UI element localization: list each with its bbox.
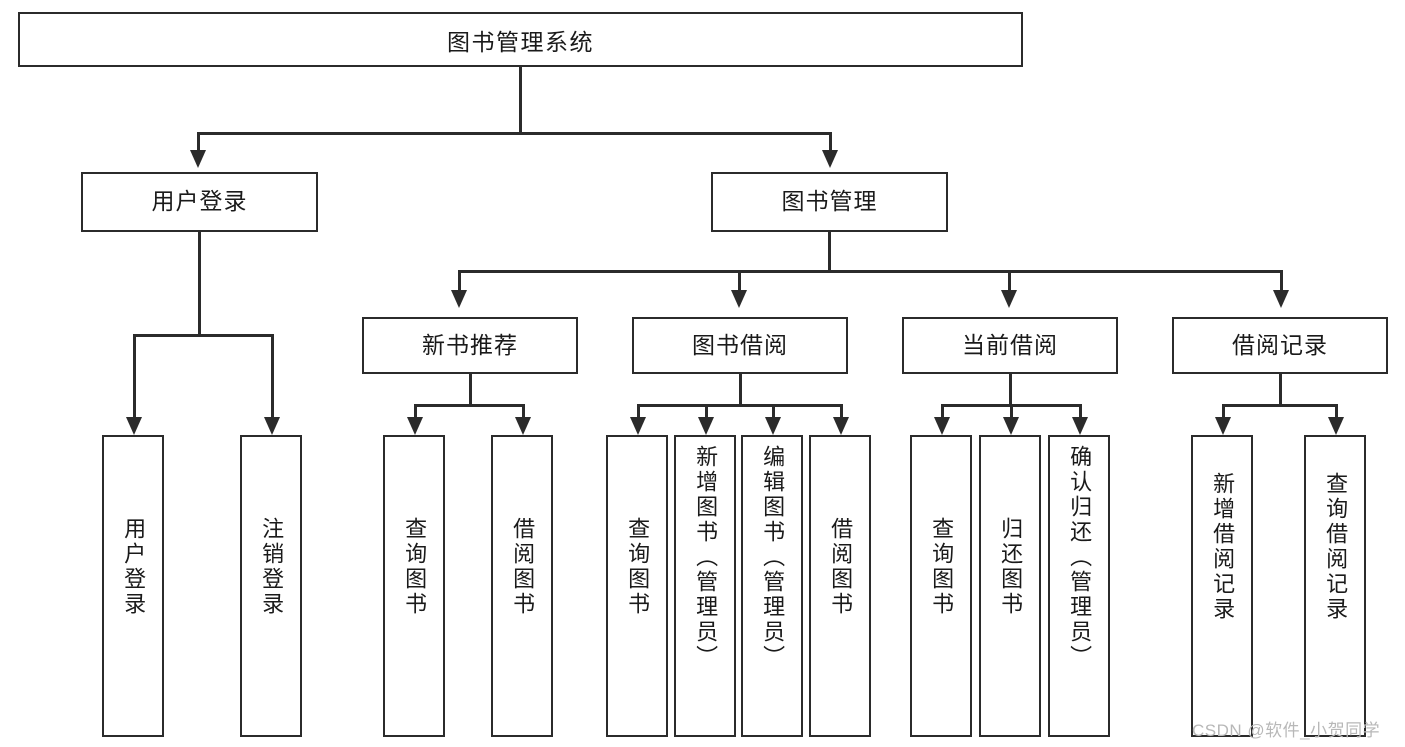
arrowhead-current-leaf-1: [934, 417, 950, 435]
connector-current-drop-3: [1079, 404, 1082, 419]
arrowhead-current-leaf-2: [1003, 417, 1019, 435]
connector-record-bus: [1222, 404, 1337, 407]
leaf-label: 归还图书: [998, 517, 1024, 617]
connector-root-drop-left: [197, 132, 200, 152]
connector-recommend-drop-2: [522, 404, 525, 419]
arrowhead-new-book-recommend: [451, 290, 467, 308]
connector-recommend-bus: [414, 404, 524, 407]
connector-borrow-drop-4: [840, 404, 843, 419]
arrowhead-record-leaf-1: [1215, 417, 1231, 435]
leaf-label: 查询借阅记录: [1323, 472, 1349, 622]
connector-level3-bus: [458, 270, 1282, 273]
connector-borrow-stem: [739, 374, 742, 406]
arrowhead-recommend-leaf-2: [515, 417, 531, 435]
connector-borrow-drop-3: [772, 404, 775, 419]
arrowhead-borrow-leaf-4: [833, 417, 849, 435]
connector-current-drop-1: [941, 404, 944, 419]
node-book-borrow[interactable]: 图书借阅: [632, 317, 848, 374]
node-user-login[interactable]: 用户登录: [81, 172, 318, 232]
connector-root-stem: [519, 67, 522, 133]
arrowhead-to-book-manage: [822, 150, 838, 168]
connector-level3-drop-1: [458, 270, 461, 292]
leaf-label: 查询图书: [625, 517, 651, 617]
connector-recommend-stem: [469, 374, 472, 406]
node-label: 新书推荐: [422, 331, 518, 358]
node-label: 当前借阅: [962, 331, 1058, 358]
arrowhead-current-borrow: [1001, 290, 1017, 308]
connector-record-drop-2: [1335, 404, 1338, 419]
connector-user-login-bus: [133, 334, 274, 337]
leaf-label: 借阅图书: [510, 517, 536, 617]
arrowhead-current-leaf-3: [1072, 417, 1088, 435]
leaf-current-return-book[interactable]: 归还图书: [979, 435, 1041, 737]
leaf-user-login[interactable]: 用户登录: [102, 435, 164, 737]
arrowhead-borrow-leaf-3: [765, 417, 781, 435]
leaf-label: 新增图书（管理员）: [693, 445, 719, 670]
arrowhead-borrow-record: [1273, 290, 1289, 308]
connector-borrow-bus: [637, 404, 842, 407]
connector-record-drop-1: [1222, 404, 1225, 419]
connector-book-manage-stem: [828, 232, 831, 272]
arrowhead-record-leaf-2: [1328, 417, 1344, 435]
node-root-system[interactable]: 图书管理系统: [18, 12, 1023, 67]
leaf-label: 注销登录: [259, 517, 285, 617]
node-label: 图书管理: [781, 188, 878, 215]
node-label: 用户登录: [151, 188, 248, 215]
connector-root-drop-right: [829, 132, 832, 152]
leaf-borrow-borrow-book[interactable]: 借阅图书: [809, 435, 871, 737]
leaf-label: 编辑图书（管理员）: [760, 445, 786, 670]
arrowhead-book-borrow: [731, 290, 747, 308]
csdn-watermark: CSDN @软件_小贺同学: [1192, 721, 1381, 740]
arrowhead-leaf-user-login: [126, 417, 142, 435]
leaf-record-query-record[interactable]: 查询借阅记录: [1304, 435, 1366, 737]
arrowhead-borrow-leaf-2: [698, 417, 714, 435]
leaf-label: 查询图书: [402, 517, 428, 617]
connector-borrow-drop-1: [637, 404, 640, 419]
connector-user-login-stem: [198, 232, 201, 336]
leaf-current-confirm-return-admin[interactable]: 确认归还（管理员）: [1048, 435, 1110, 737]
leaf-recommend-borrow-book[interactable]: 借阅图书: [491, 435, 553, 737]
arrowhead-to-user-login: [190, 150, 206, 168]
leaf-borrow-edit-book-admin[interactable]: 编辑图书（管理员）: [741, 435, 803, 737]
connector-level3-drop-2: [738, 270, 741, 292]
connector-borrow-drop-2: [705, 404, 708, 419]
connector-user-login-drop-2: [271, 334, 274, 419]
connector-current-drop-2: [1010, 404, 1013, 419]
leaf-borrow-add-book-admin[interactable]: 新增图书（管理员）: [674, 435, 736, 737]
node-borrow-record[interactable]: 借阅记录: [1172, 317, 1388, 374]
node-current-borrow[interactable]: 当前借阅: [902, 317, 1118, 374]
node-label: 图书管理系统: [447, 28, 594, 55]
arrowhead-recommend-leaf-1: [407, 417, 423, 435]
leaf-label: 确认归还（管理员）: [1067, 445, 1093, 670]
connector-current-stem: [1009, 374, 1012, 406]
arrowhead-borrow-leaf-1: [630, 417, 646, 435]
connector-level3-drop-3: [1008, 270, 1011, 292]
node-new-book-recommend[interactable]: 新书推荐: [362, 317, 578, 374]
leaf-record-add-record[interactable]: 新增借阅记录: [1191, 435, 1253, 737]
leaf-label: 查询图书: [929, 517, 955, 617]
node-label: 图书借阅: [692, 331, 788, 358]
leaf-borrow-query-book[interactable]: 查询图书: [606, 435, 668, 737]
connector-root-bus: [197, 132, 831, 135]
leaf-label: 用户登录: [121, 517, 147, 617]
connector-level3-drop-4: [1280, 270, 1283, 292]
connector-record-stem: [1279, 374, 1282, 406]
leaf-current-query-book[interactable]: 查询图书: [910, 435, 972, 737]
arrowhead-leaf-logout: [264, 417, 280, 435]
leaf-label: 新增借阅记录: [1210, 472, 1236, 622]
leaf-label: 借阅图书: [828, 517, 854, 617]
node-book-manage[interactable]: 图书管理: [711, 172, 948, 232]
node-label: 借阅记录: [1232, 331, 1328, 358]
connector-user-login-drop-1: [133, 334, 136, 419]
leaf-recommend-query-book[interactable]: 查询图书: [383, 435, 445, 737]
leaf-logout[interactable]: 注销登录: [240, 435, 302, 737]
connector-recommend-drop-1: [414, 404, 417, 419]
